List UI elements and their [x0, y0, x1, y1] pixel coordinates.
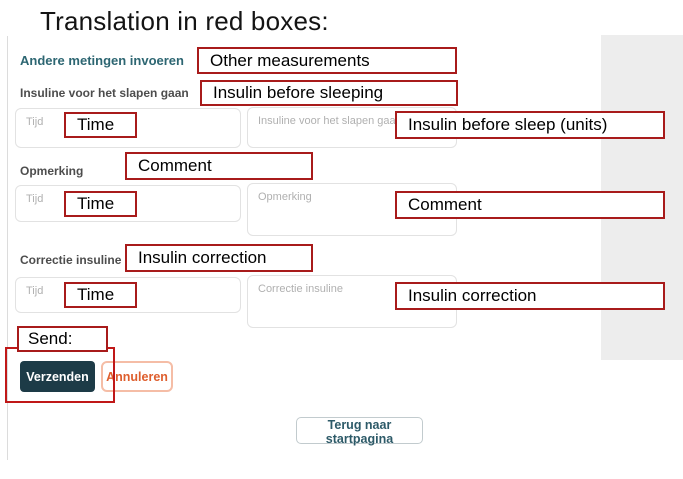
page-title: Translation in red boxes:	[40, 6, 329, 36]
translation-send: Send:	[17, 326, 108, 352]
translation-comment-field: Comment	[395, 191, 665, 219]
send-annotation-outline	[5, 347, 115, 403]
translation-time-sleep: Time	[64, 112, 137, 138]
translation-time-comment: Time	[64, 191, 137, 217]
translation-other-measurements: Other measurements	[197, 47, 457, 74]
back-to-startpage-button[interactable]: Terug naar startpagina	[296, 417, 423, 446]
form-left-border	[7, 36, 8, 460]
label-comment: Opmerking	[20, 164, 84, 178]
translation-time-correction: Time	[64, 282, 137, 308]
label-insulin-correction: Correctie insuline	[20, 253, 122, 267]
translation-insulin-before-sleeping: Insulin before sleeping	[200, 80, 458, 106]
other-measurements-link[interactable]: Andere metingen invoeren	[20, 53, 184, 68]
translation-insulin-correction-label: Insulin correction	[125, 244, 313, 272]
translation-insulin-correction-field: Insulin correction	[395, 282, 665, 310]
translation-insulin-before-sleep-units: Insulin before sleep (units)	[395, 111, 665, 139]
submit-button[interactable]: Verzenden	[20, 361, 95, 392]
label-insulin-before-sleeping: Insuline voor het slapen gaan	[20, 86, 189, 100]
translation-comment-label: Comment	[125, 152, 313, 180]
